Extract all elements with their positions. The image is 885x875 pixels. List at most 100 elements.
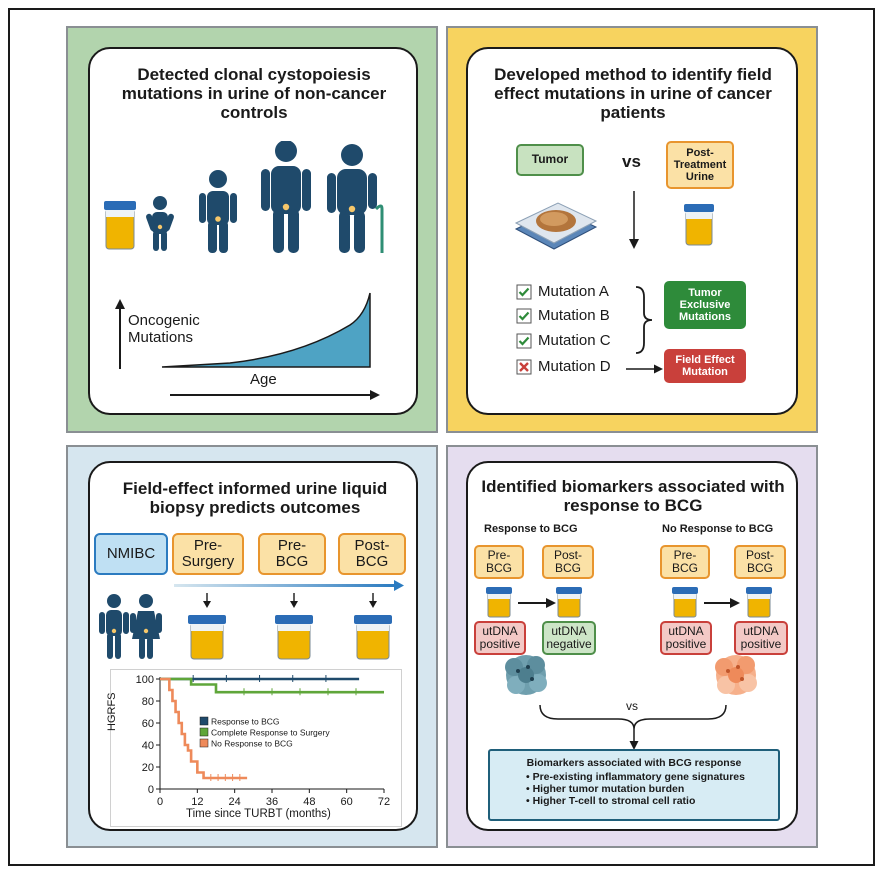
urine-cup-icon: [672, 587, 698, 618]
elderly-figure-icon: [327, 144, 384, 253]
outer-frame: [8, 8, 875, 866]
biomarker-item: • Higher tumor mutation burden: [526, 783, 685, 795]
mutation-age-graph: [115, 292, 380, 400]
biomarker-item: • Pre-existing inflammatory gene signatu…: [526, 771, 745, 783]
tumor-exclusive-mutations-box: Tumor Exclusive Mutations: [664, 281, 746, 329]
mutation-b-row: Mutation B: [516, 305, 656, 327]
responder-tumor-cells-icon: [505, 655, 547, 695]
stage-nmibc: NMIBC: [94, 533, 168, 575]
y-axis-arrow: [115, 299, 125, 369]
female-patient-icon: [130, 594, 162, 659]
non-responder-tumor-cells-icon: [715, 655, 757, 695]
mutation-a-label: Mutation A: [538, 283, 609, 300]
biomarker-item: • Higher T-cell to stromal cell ratio: [526, 795, 696, 807]
km-x-tick-label: 60: [341, 796, 353, 808]
timeline-illustration: [99, 580, 404, 660]
sample-arrows: [203, 593, 377, 608]
child-figure-icon: [146, 196, 174, 251]
urine-cup-icon: [556, 587, 582, 618]
male-patient-icon: [99, 594, 129, 659]
mutation-c-label: Mutation C: [538, 332, 611, 349]
down-arrow-icon: [629, 729, 639, 750]
km-legend-label: No Response to BCG: [211, 739, 293, 749]
km-y-tick-label: 20: [142, 762, 154, 774]
biomarkers-summary-box: Biomarkers associated with BCG response …: [488, 749, 780, 821]
urine-cup-icon: [684, 204, 714, 246]
km-y-tick-label: 40: [142, 740, 154, 752]
timeline-arrow: [174, 580, 404, 591]
mutation-d-label: Mutation D: [538, 358, 611, 375]
check-icon: [516, 333, 532, 349]
stage-post-bcg: Post- BCG: [338, 533, 406, 575]
km-x-axis-label: Time since TURBT (months): [186, 808, 331, 820]
km-chart-frame: [110, 669, 402, 827]
tissue-slide-illustration: [514, 202, 598, 250]
km-x-tick-label: 24: [229, 796, 241, 808]
urine-cup-icon: [746, 587, 772, 618]
km-y-tick-label: 80: [142, 696, 154, 708]
teen-figure-icon: [199, 170, 237, 253]
km-x-tick-label: 72: [378, 796, 390, 808]
mutation-area: [161, 292, 371, 368]
km-y-tick-label: 60: [142, 718, 154, 730]
brace-icon: [635, 286, 653, 354]
panel1-title: Detected clonal cystopoiesis mutations i…: [121, 65, 387, 123]
x-axis-arrow: [170, 390, 380, 400]
response-pre-bcg-box: Pre- BCG: [474, 545, 524, 579]
no-response-utdna-positive-box-post: utDNA positive: [734, 621, 788, 655]
field-effect-mutation-box: Field Effect Mutation: [664, 349, 746, 383]
mutation-d-row: Mutation D: [516, 356, 656, 378]
km-x-tick-label: 12: [191, 796, 203, 808]
panel3-title: Field-effect informed urine liquid biops…: [122, 479, 388, 518]
km-y-tick-label: 100: [136, 674, 154, 686]
age-label: Age: [250, 371, 277, 388]
no-response-pre-bcg-box: Pre- BCG: [660, 545, 710, 579]
card-clonal-cystopoiesis: Detected clonal cystopoiesis mutations i…: [88, 47, 418, 415]
down-arrow-icon: [629, 191, 639, 249]
mutation-a-row: Mutation A: [516, 281, 656, 303]
km-y-axis-label: HGRFS: [106, 692, 118, 732]
right-arrow-icon: [518, 598, 556, 608]
km-x-tick-label: 36: [266, 796, 278, 808]
tissue-slide-icon: [514, 202, 598, 250]
km-x-tick-label: 48: [303, 796, 315, 808]
urine-cup-icon: [104, 201, 136, 250]
adult-figure-icon: [261, 141, 311, 253]
stage-pre-bcg: Pre- BCG: [258, 533, 326, 575]
cross-icon: [516, 359, 532, 375]
check-icon: [516, 284, 532, 300]
urine-cup-icon: [275, 615, 313, 660]
right-arrow-icon: [626, 364, 663, 374]
response-post-bcg-box: Post- BCG: [542, 545, 594, 579]
card-biomarkers: Identified biomarkers associated with re…: [466, 461, 798, 831]
km-legend-label: Response to BCG: [211, 717, 280, 727]
km-y-tick-label: 0: [148, 784, 154, 796]
urine-cup-icon: [354, 615, 392, 660]
vs-label: vs: [622, 152, 641, 171]
panel4-title: Identified biomarkers associated with re…: [481, 477, 785, 516]
vs-label: vs: [626, 699, 638, 713]
km-x-tick-label: 0: [157, 796, 163, 808]
card-field-effect-method: Developed method to identify field effec…: [466, 47, 798, 415]
age-figures-illustration: [104, 141, 384, 253]
card-liquid-biopsy: Field-effect informed urine liquid biops…: [88, 461, 418, 831]
oncogenic-mutations-label: Oncogenic Mutations: [128, 312, 200, 346]
km-series-line-2: [160, 677, 248, 780]
response-utdna-positive-box: utDNA positive: [474, 621, 526, 655]
response-utdna-negative-box: utDNA negative: [542, 621, 596, 655]
km-legend-label: Complete Response to Surgery: [211, 728, 330, 738]
km-survival-chart: 0 20 40 60 80 100 0 12 24 36 48 60 72 Response to BCG…: [136, 674, 390, 808]
tumor-box: Tumor: [516, 144, 584, 176]
check-icon: [516, 308, 532, 324]
km-legend-swatch: [199, 727, 209, 737]
mutation-c-row: Mutation C: [516, 330, 656, 352]
urine-cup-icon: [188, 615, 226, 660]
mutation-b-label: Mutation B: [538, 307, 610, 324]
km-legend-swatch: [199, 716, 209, 726]
stage-pre-surgery: Pre- Surgery: [172, 533, 244, 575]
right-arrow-icon: [704, 598, 740, 608]
no-response-post-bcg-box: Post- BCG: [734, 545, 786, 579]
response-to-bcg-label: Response to BCG: [484, 523, 578, 535]
post-treatment-urine-box: Post- Treatment Urine: [666, 141, 734, 189]
urine-cup-icon: [486, 587, 512, 618]
